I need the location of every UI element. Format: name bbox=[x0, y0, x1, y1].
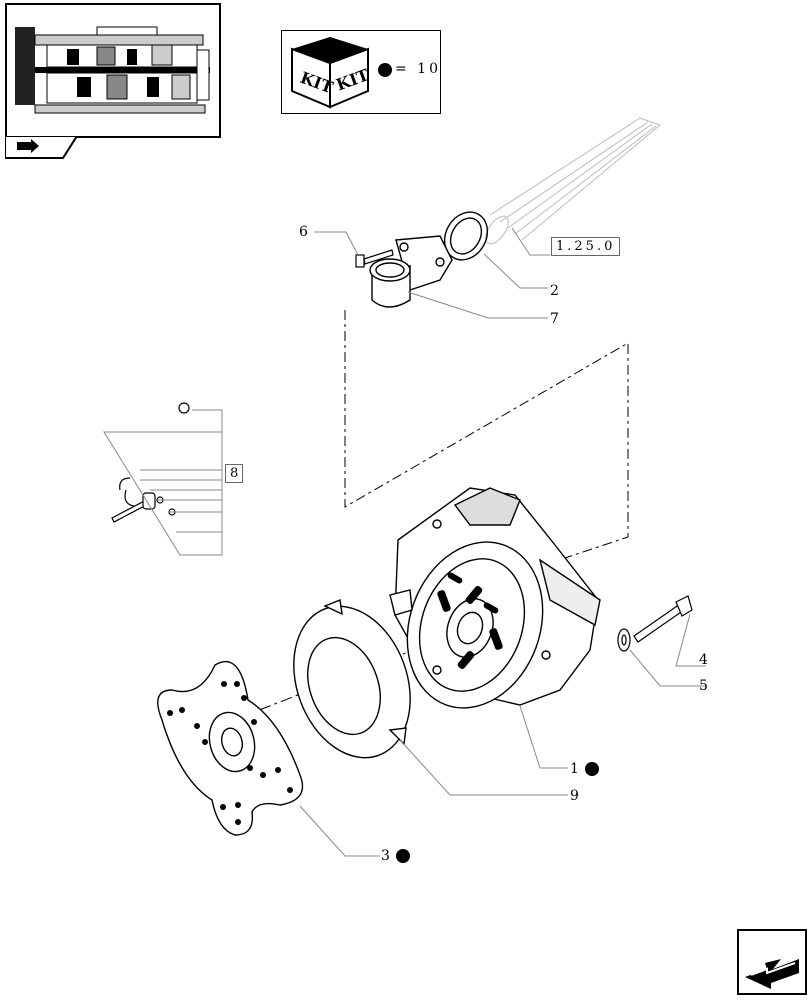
washer-part-5 bbox=[617, 628, 631, 652]
kit-dot-icon bbox=[378, 63, 392, 77]
kit-legend-box: KIT KIT bbox=[281, 30, 441, 114]
clutch-cover-part bbox=[389, 487, 601, 709]
kit-dot-3-icon bbox=[396, 849, 410, 863]
leader-lines bbox=[299, 227, 706, 857]
transmission-thumbnail[interactable] bbox=[5, 3, 221, 138]
part-arrow-tab-icon bbox=[4, 135, 79, 159]
components-bracket bbox=[103, 409, 223, 556]
callout-6: 6 bbox=[299, 224, 310, 240]
callout-2: 2 bbox=[550, 283, 561, 299]
callout-4: 4 bbox=[699, 652, 710, 668]
release-components-part bbox=[111, 402, 190, 523]
thumbnail-tab[interactable] bbox=[4, 135, 83, 160]
kit-cube-icon: KIT KIT bbox=[291, 37, 372, 109]
pressure-ring-part bbox=[293, 599, 411, 759]
splined-shaft bbox=[485, 117, 661, 245]
transmission-overview-icon bbox=[15, 26, 210, 114]
friction-disc-holes bbox=[167, 681, 293, 825]
callout-5: 5 bbox=[699, 678, 710, 694]
callout-3: 3 bbox=[381, 848, 392, 864]
bolt-part-4 bbox=[633, 595, 693, 643]
seal-ring-part bbox=[443, 211, 489, 261]
shaft-reference-link[interactable]: 1.25.0 bbox=[551, 237, 621, 256]
callout-7: 7 bbox=[550, 311, 561, 327]
next-page-arrow-icon bbox=[737, 929, 807, 995]
next-page-button[interactable] bbox=[737, 929, 807, 995]
kit-count-label: = 10 bbox=[395, 61, 441, 77]
guide-sleeve-part bbox=[369, 235, 453, 308]
callout-1: 1 bbox=[570, 761, 581, 777]
kit-dot-1-icon bbox=[585, 762, 599, 776]
group-reference-link[interactable]: 8 bbox=[225, 464, 244, 483]
callout-9: 9 bbox=[570, 788, 581, 804]
bolt-part-6 bbox=[355, 249, 394, 268]
friction-disc-part bbox=[157, 660, 304, 836]
cover-springs bbox=[437, 572, 503, 670]
